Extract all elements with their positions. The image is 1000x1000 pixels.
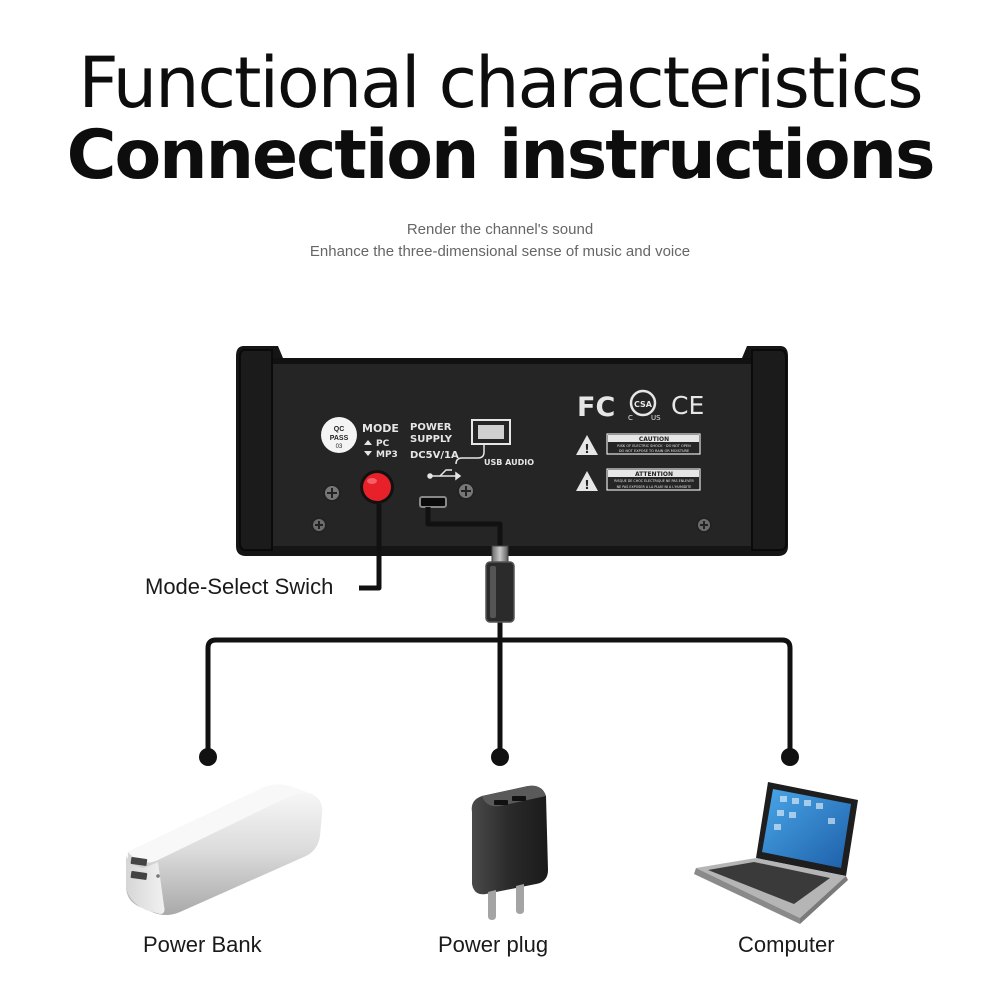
- attention-box: ATTENTION RISQUE DE CHOC ELECTRIQUE NE P…: [606, 468, 701, 491]
- distribution-bus-line: [205, 637, 793, 757]
- subtitle-line-1: Render the channel's sound: [406, 221, 594, 238]
- monitor-icon: [455, 419, 511, 465]
- screw-icon: [311, 517, 327, 533]
- svg-text:US: US: [651, 414, 661, 422]
- title-line-2: Connection instructions: [66, 116, 936, 195]
- power-bank-label: Power Bank: [143, 932, 262, 957]
- qc-pass-sticker: QC PASS 03: [321, 417, 357, 453]
- power-label-1: POWER: [410, 422, 452, 433]
- mode-label: MODE: [362, 422, 399, 435]
- power-label-2: SUPPLY: [410, 434, 453, 445]
- title-line-1: Functional characteristics: [78, 42, 923, 124]
- pc-triangle-icon: [364, 440, 372, 445]
- micro-usb-port[interactable]: [419, 496, 447, 508]
- svg-text:ATTENTION: ATTENTION: [635, 471, 673, 478]
- mp3-triangle-icon: [364, 451, 372, 456]
- power-bank-node: [199, 748, 217, 766]
- screw-icon: [323, 484, 341, 502]
- svg-text:C: C: [628, 414, 633, 422]
- screw-icon: [696, 517, 712, 533]
- caution-box: CAUTION RISK OF ELECTRIC SHOCK · DO NOT …: [606, 433, 701, 455]
- screw-icon: [457, 482, 475, 500]
- usb-audio-label: USB AUDIO: [484, 458, 534, 467]
- svg-text:PASS: PASS: [330, 435, 349, 442]
- mp3-label: MP3: [376, 450, 398, 460]
- power-plug-node: [491, 748, 509, 766]
- svg-text:03: 03: [336, 444, 343, 450]
- svg-text:CSA: CSA: [634, 400, 653, 409]
- fc-mark: FC: [577, 392, 615, 423]
- power-plug-label: Power plug: [438, 932, 549, 957]
- usb-connector-icon: [485, 545, 515, 623]
- mode-switch-callout: Mode-Select Swich: [145, 574, 334, 599]
- svg-text:!: !: [584, 478, 589, 492]
- mode-switch-leader-line: [359, 504, 382, 591]
- svg-text:NE PAS EXPOSER A LA PLUIE NI A: NE PAS EXPOSER A LA PLUIE NI A L'HUMIDIT…: [617, 485, 692, 489]
- usb-symbol-icon: [427, 469, 462, 481]
- svg-text:CAUTION: CAUTION: [639, 436, 669, 443]
- warning-triangle-icon: !: [576, 435, 598, 456]
- laptop-image: [694, 782, 858, 924]
- computer-label: Computer: [738, 932, 835, 957]
- svg-text:QC: QC: [334, 426, 345, 433]
- svg-text:!: !: [584, 442, 589, 456]
- ce-mark: CE: [671, 391, 704, 420]
- warning-triangle-icon: !: [576, 471, 598, 492]
- power-plug-image: [471, 785, 548, 920]
- subtitle-line-2: Enhance the three-dimensional sense of m…: [309, 243, 691, 260]
- mode-switch-button[interactable]: [363, 473, 391, 501]
- pc-label: PC: [376, 439, 390, 449]
- power-rating: DC5V/1A: [410, 450, 459, 461]
- connection-lines: [205, 504, 793, 757]
- power-bank-image: [126, 784, 323, 915]
- usb-cable-line: [425, 507, 503, 548]
- svg-text:RISK OF ELECTRIC SHOCK · DO NO: RISK OF ELECTRIC SHOCK · DO NOT OPEN: [617, 444, 691, 448]
- svg-text:RISQUE DE CHOC ELECTRIQUE NE P: RISQUE DE CHOC ELECTRIQUE NE PAS ENLEVER: [614, 479, 694, 483]
- svg-text:DO NOT EXPOSE TO RAIN OR MOIST: DO NOT EXPOSE TO RAIN OR MOISTURE: [619, 449, 689, 453]
- computer-node: [781, 748, 799, 766]
- csa-mark: CSA C US: [628, 389, 661, 422]
- mixer-device: QC PASS 03 MODE PC MP3 POWER SUPPLY DC5V…: [236, 346, 788, 556]
